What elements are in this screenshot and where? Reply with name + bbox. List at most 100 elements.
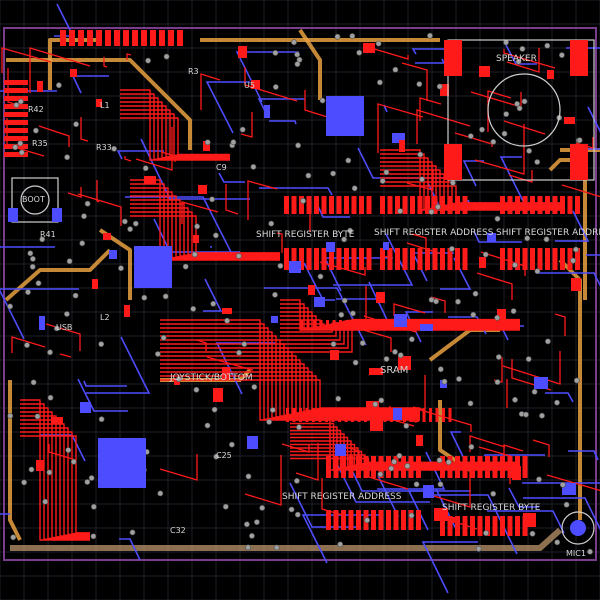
smd-pad	[410, 248, 415, 270]
connector-pad	[4, 128, 28, 133]
connector-pad	[4, 120, 28, 125]
smd-pad	[432, 196, 438, 214]
smd-pad	[177, 30, 183, 46]
bottom-trace	[116, 150, 164, 160]
via	[29, 263, 36, 270]
smd-pad	[408, 456, 414, 478]
via	[534, 268, 541, 275]
via	[295, 142, 301, 149]
via	[266, 418, 272, 425]
top-trace	[160, 351, 420, 415]
smd-pad	[530, 196, 535, 214]
via	[437, 481, 444, 488]
via	[345, 157, 352, 164]
via	[479, 126, 485, 133]
via	[222, 503, 229, 510]
via	[91, 503, 97, 510]
ground-strip	[10, 527, 563, 551]
smd-pad	[325, 408, 328, 422]
via	[81, 213, 87, 220]
smd-pad	[123, 30, 129, 46]
top-trace	[380, 157, 560, 210]
via	[47, 349, 53, 356]
smd-pad	[440, 456, 445, 478]
smd-pad	[387, 248, 393, 270]
via	[375, 40, 382, 47]
smd-pad	[417, 248, 423, 270]
via	[245, 473, 252, 480]
smd-pad	[492, 516, 498, 536]
via	[230, 139, 237, 146]
smd-pad	[305, 408, 309, 422]
via	[212, 232, 219, 239]
smd-pad	[150, 30, 156, 46]
via	[145, 57, 151, 64]
via	[377, 471, 384, 478]
via	[175, 376, 182, 382]
via	[554, 399, 560, 406]
smd-pad	[416, 408, 419, 422]
via	[73, 121, 79, 128]
smd-pad	[564, 117, 575, 124]
smd-pad	[314, 248, 319, 270]
smd-pad	[416, 435, 423, 446]
top-trace	[181, 201, 219, 224]
smd-pad	[435, 408, 439, 422]
smd-pad	[247, 436, 258, 449]
via	[90, 533, 97, 540]
top-trace	[67, 187, 82, 198]
bottom-trace	[77, 378, 128, 412]
via	[294, 61, 301, 67]
via	[449, 179, 456, 186]
top-trace	[561, 184, 600, 198]
smd-pad	[477, 456, 483, 478]
via	[404, 463, 411, 469]
via	[338, 311, 345, 318]
smd-pad	[545, 248, 550, 270]
top-trace	[38, 125, 70, 147]
connector-pad	[4, 152, 28, 157]
smd-pad	[92, 279, 98, 289]
via	[512, 396, 518, 403]
smd-pad	[470, 456, 475, 478]
via	[554, 539, 561, 546]
top-trace	[554, 313, 566, 336]
via	[347, 227, 353, 234]
smd-pad	[440, 196, 445, 214]
smd-pad	[109, 250, 117, 259]
via	[388, 465, 395, 472]
smd-pad	[141, 30, 147, 46]
smd-pad	[393, 456, 399, 478]
top-trace	[380, 181, 560, 205]
via	[305, 172, 312, 179]
smd-pad	[306, 196, 312, 214]
smd-pad	[423, 485, 434, 498]
smd-pad	[432, 248, 438, 270]
top-trace	[20, 427, 90, 536]
via	[417, 151, 424, 158]
via	[573, 246, 579, 253]
smd-pad	[560, 248, 565, 270]
top-trace	[508, 170, 533, 183]
bottom-trace	[505, 44, 537, 65]
smd-pad	[386, 510, 391, 530]
via	[494, 314, 501, 321]
via	[182, 263, 189, 270]
via	[39, 236, 46, 243]
top-trace	[120, 97, 230, 160]
top-trace	[124, 156, 132, 162]
via	[84, 200, 91, 207]
bottom-trace	[407, 490, 471, 531]
top-trace	[430, 296, 446, 313]
via	[468, 443, 475, 450]
top-trace	[380, 161, 560, 209]
smd-pad	[321, 248, 327, 270]
via	[524, 235, 531, 242]
smd-pad	[238, 46, 247, 58]
via	[543, 236, 550, 243]
via	[272, 84, 279, 90]
smd-pad	[448, 408, 452, 422]
bottom-trace	[433, 494, 518, 555]
smd-pad	[377, 408, 380, 422]
via	[7, 412, 14, 419]
